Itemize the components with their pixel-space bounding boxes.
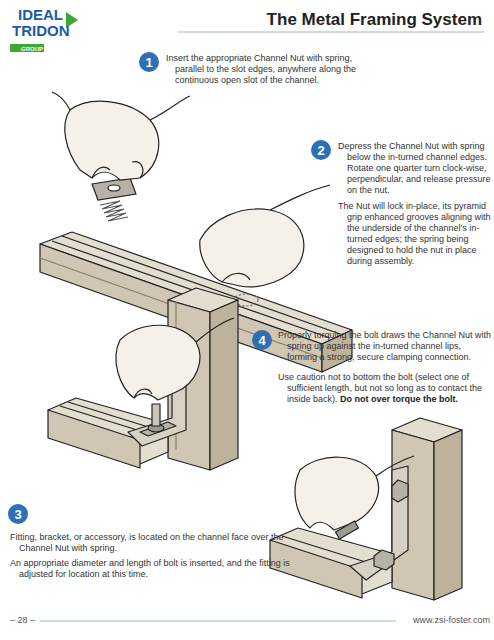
callout-number: 3 (14, 507, 21, 522)
step-number: 3 (8, 504, 28, 524)
footer-text: – 28 – (10, 615, 50, 626)
callout-number: 1 (145, 55, 152, 70)
page-title: The Metal Framing System (200, 10, 482, 30)
logo-text: TRIDON (12, 22, 72, 39)
step-text: Depress the Channel Nut with spring belo… (338, 141, 494, 196)
step-text: Fitting, bracket, or accessory, is locat… (10, 532, 319, 554)
logo-text: IDEAL (18, 6, 78, 23)
step-number: 4 (252, 330, 272, 350)
warning-text: Do not over torque the bolt. (340, 394, 458, 404)
step-number: 1 (139, 52, 159, 72)
callout-number: 2 (317, 143, 324, 158)
logo-text: GROUP (12, 45, 52, 53)
step-text: An appropriate diameter and length of bo… (10, 558, 319, 580)
footer-text: www.zsi-foster.com (400, 615, 490, 626)
step-number: 2 (311, 140, 331, 160)
callout-number: 4 (258, 333, 265, 348)
step-text: The Nut will lock in-place, its pyramid … (338, 201, 494, 267)
step-text: Properly torquing the bolt draws the Cha… (278, 330, 493, 363)
step-text: Insert the appropriate Channel Nut with … (166, 53, 375, 86)
caution-note: Use caution not to bottom the bolt (sele… (278, 372, 493, 405)
